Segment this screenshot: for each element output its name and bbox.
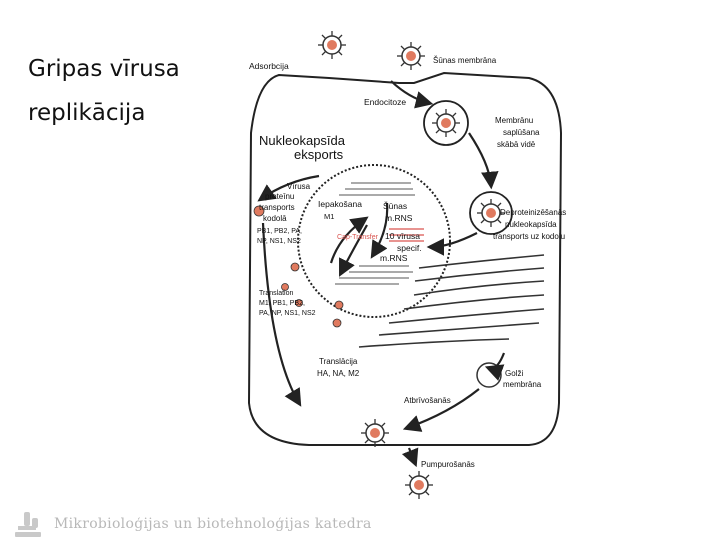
adsorbing-virion [317, 30, 347, 60]
label-atbrivosanas: Atbrīvošanās [404, 396, 451, 405]
slide-title-line1: Gripas vīrusa [28, 56, 180, 82]
label-golzi-1: Golži [505, 369, 523, 378]
label-virusa-mrns-1: 10 vīrusa [385, 231, 420, 241]
label-cap-transfer: Cap-Transfer [337, 234, 379, 241]
label-membranu-1: Membrānu [495, 116, 533, 125]
label-golzi-2: membrāna [503, 380, 542, 389]
replication-diagram: Adsorbcija Šūnas membrāna Endocitoze Mem… [239, 23, 568, 503]
label-endocitoze: Endocitoze [364, 97, 406, 107]
endoplasmic-reticulum [358, 254, 545, 348]
label-virusa-3: transports [259, 203, 295, 212]
label-sunas-mrns-1: Šūnas [383, 201, 407, 211]
label-proteins-1: PB1, PB2, PA, [257, 228, 302, 235]
label-translacija-1: Translācija [319, 357, 358, 366]
label-translation-1: Translation [259, 290, 293, 297]
label-iepakosana: Iepakošana [318, 199, 362, 209]
label-eksports: eksports [294, 147, 344, 162]
replication-diagram-svg: Adsorbcija Šūnas membrāna Endocitoze Mem… [247, 30, 566, 500]
nucleus [297, 164, 451, 318]
label-virusa-4: kodolā [263, 214, 287, 223]
label-virusa-2: proteīnu [265, 192, 294, 201]
label-deprot-3: transports uz kodolu [493, 232, 565, 241]
budding-virion [360, 418, 390, 448]
footer-text: Mikrobioloģijas un biotehnoloģijas kated… [54, 516, 372, 532]
label-adsorbcija: Adsorbcija [249, 61, 289, 71]
label-sunas-mrns-2: m.RNS [385, 213, 413, 223]
label-proteins-2: NP, NS1, NS2 [257, 238, 301, 245]
label-deprot-1: Deproteinizēšanās [500, 208, 566, 217]
label-translacija-2: HA, NA, M2 [317, 369, 360, 378]
label-nukleokapsida: Nukleokapsīda [259, 133, 346, 148]
slide-title-line2: replikācija [28, 100, 146, 126]
cytoplasm-vesicles [253, 205, 344, 328]
label-virusa-1: Vīrusa [287, 182, 311, 191]
label-membranu-3: skābā vidē [497, 140, 536, 149]
label-pumpurosanas: Pumpurošanās [421, 460, 475, 469]
footer: Mikrobioloģijas un biotehnoloģijas kated… [12, 510, 372, 538]
label-deprot-2: nukleokapsīda [505, 220, 557, 229]
cell-membrane [247, 71, 563, 446]
label-m1: M1 [324, 212, 334, 221]
label-translation-2: M1, PB1, PB2, [259, 300, 305, 307]
label-sunas-membrana: Šūnas membrāna [433, 56, 497, 65]
label-virusa-mrns-2: specif. [397, 243, 422, 253]
label-translation-3: PA, NP, NS1, NS2 [259, 310, 316, 317]
process-arrows [257, 80, 506, 468]
virion-entering [396, 41, 426, 71]
label-membranu-2: saplūšana [503, 128, 540, 137]
label-virusa-mrns-3: m.RNS [380, 253, 408, 263]
fusion-endosome [469, 191, 513, 235]
endosome [423, 100, 469, 146]
microscope-icon [15, 512, 41, 537]
released-virion [404, 470, 434, 500]
